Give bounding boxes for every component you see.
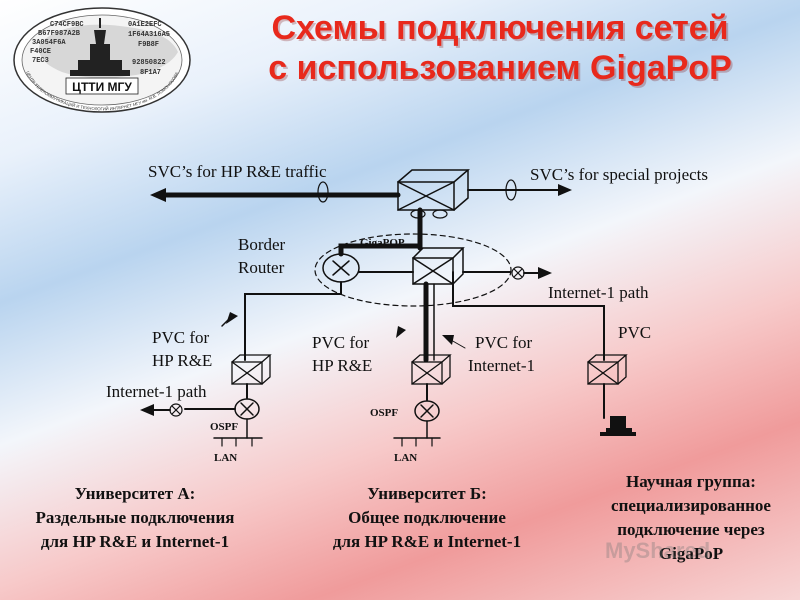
label-svc-hp-re: SVC’s for HP R&E traffic — [148, 162, 327, 181]
logo-label: ЦТТИ МГУ — [72, 80, 132, 94]
watermark: MyShared — [605, 538, 711, 563]
title-line-2: с использованием GigaPoP — [268, 49, 732, 87]
pvc-marker-icon — [432, 209, 448, 219]
arrow-right-icon — [558, 184, 572, 196]
svc-marker-icon — [317, 181, 329, 203]
uni-a-router-icon — [234, 398, 260, 420]
caption-b-line-2: Общее подключение — [348, 508, 506, 527]
label-ospf-a: OSPF — [210, 421, 238, 433]
logo-code-5: 0A1E2EFC — [128, 21, 162, 29]
arrow-right-icon — [538, 267, 552, 279]
top-atm-switch-icon — [397, 169, 471, 211]
label-pvc-hp-re-b-1: PVC for — [312, 333, 369, 352]
label-pvc-hp-re-b-2: HP R&E — [312, 356, 372, 375]
title-line-1: Схемы подключения сетей — [271, 9, 729, 47]
label-svc-special: SVC’s for special projects — [530, 165, 708, 184]
arrow-left-icon — [150, 188, 166, 202]
uni-b-router-icon — [414, 400, 440, 422]
caption-a-line-3: для HP R&E и Internet-1 — [40, 532, 230, 551]
label-border-router-2: Router — [238, 258, 285, 277]
gigapop-switch-icon — [412, 247, 465, 285]
label-pvc-hp-re-a-1: PVC for — [152, 328, 209, 347]
logo-code-1: B67F987A2B — [38, 30, 81, 38]
label-internet1-path-right: Internet-1 path — [548, 283, 649, 302]
label-border-router-1: Border — [238, 235, 286, 254]
caption-science-group: Научная группа: специализированное подкл… — [582, 470, 800, 566]
caption-s-line-1: Научная группа: — [626, 472, 756, 491]
logo-code-6: 1F64A316A5 — [128, 31, 170, 39]
label-ospf-b: OSPF — [370, 407, 398, 419]
label-pvc-internet1-2: Internet-1 — [468, 356, 535, 375]
logo-code-9: 8F1A7 — [140, 69, 161, 77]
border-router-icon — [322, 253, 360, 283]
caption-university-b: Университет Б: Общее подключение для HP … — [296, 482, 558, 554]
label-pvc-internet1-1: PVC for — [475, 333, 532, 352]
label-lan-a: LAN — [214, 452, 237, 464]
caption-a-line-1: Университет А: — [74, 484, 196, 503]
logo-code-8: 92850822 — [132, 59, 166, 67]
label-internet1-path-left: Internet-1 path — [106, 382, 207, 401]
arrow-left-icon — [140, 404, 154, 416]
university-tower-icon — [70, 18, 130, 76]
gigapop-boundary — [314, 233, 512, 307]
cttimgu-logo: C74CF9BC B67F987A2B 3A054F6A F40CE 7EC3 … — [13, 7, 191, 113]
logo-code-0: C74CF9BC — [50, 21, 84, 29]
science-switch-icon — [587, 354, 628, 385]
caption-s-line-4: GigaPoP — [658, 544, 724, 563]
uni-b-switch-icon — [411, 354, 452, 385]
caption-b-line-3: для HP R&E и Internet-1 — [332, 532, 522, 551]
label-gigapop: GigaPOP — [360, 237, 405, 249]
caption-s-line-3: подключение через — [617, 520, 765, 539]
caption-s-line-2: специализированное — [611, 496, 771, 515]
logo-code-7: F9B8F — [138, 41, 159, 49]
uni-a-switch-icon — [231, 354, 272, 385]
label-pvc: PVC — [618, 323, 651, 342]
label-pvc-hp-re-a-2: HP R&E — [152, 351, 212, 370]
label-lan-b: LAN — [394, 452, 417, 464]
caption-a-line-2: Раздельные подключения — [35, 508, 235, 527]
logo-code-3: F40CE — [30, 48, 51, 56]
logo-code-4: 7EC3 — [32, 57, 49, 65]
caption-university-a: Университет А: Раздельные подключения дл… — [0, 482, 270, 554]
caption-b-line-1: Университет Б: — [367, 484, 487, 503]
workstation-icon — [600, 416, 636, 436]
svc-marker-icon — [505, 179, 517, 201]
logo-code-2: 3A054F6A — [32, 39, 66, 47]
slide-title: Схемы подключения сетей с использованием… — [205, 8, 795, 88]
